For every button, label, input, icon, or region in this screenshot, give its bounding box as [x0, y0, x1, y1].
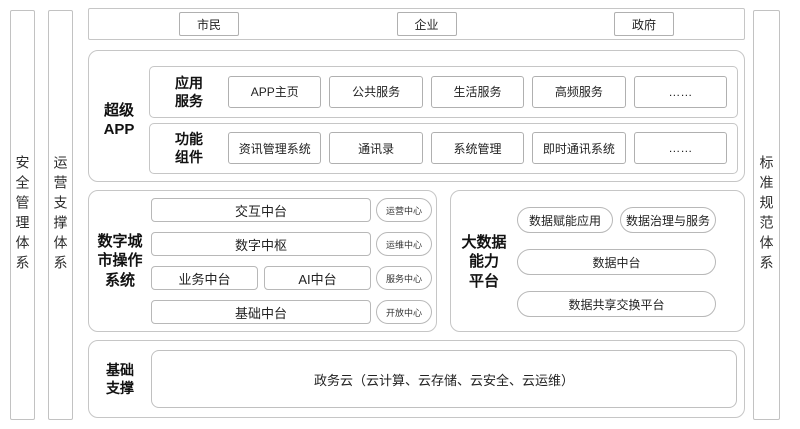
item-life-services: 生活服务 [430, 75, 525, 108]
pill-service-center: 服务中心 [376, 266, 432, 290]
application-services-row: 应用 服务 APP主页 公共服务 生活服务 高频服务 …… [149, 66, 738, 118]
middle-section: 数字城 市操作 系统 交互中台 运营中心 数字中枢 [88, 190, 745, 332]
user-box-government: 政府 [614, 12, 674, 36]
sidebar-security-system: 安全管理体系 [10, 10, 35, 420]
item-app-home: APP主页 [228, 75, 322, 108]
application-services-items: APP主页 公共服务 生活服务 高频服务 …… [228, 75, 728, 108]
dcos-row-digital-hub: 数字中枢 运维中心 [151, 232, 432, 256]
platform-digital-hub: 数字中枢 [151, 232, 371, 256]
platform-ai-middle: AI中台 [264, 266, 371, 290]
item-system-management: 系统管理 [430, 132, 525, 165]
user-box-citizen: 市民 [179, 12, 239, 36]
foundation-title: 基础 支撑 [106, 361, 134, 396]
diagram-main-column: 市民 企业 政府 超级 APP 应用 服务 APP主页 公共服务 [88, 8, 745, 418]
pill-data-sharing-exchange: 数据共享交换平台 [517, 291, 716, 317]
bigdata-rows: 数据赋能应用 数据治理与服务 数据中台 数据共享交换平台 [517, 207, 716, 317]
item-high-frequency-services: 高频服务 [532, 75, 626, 108]
function-components-row: 功能 组件 资讯管理系统 通讯录 系统管理 即时通讯系统 …… [149, 122, 738, 174]
bigdata-platform-section: 大数据 能力 平台 数据赋能应用 数据治理与服务 数据中台 数据共享交换平台 [450, 190, 745, 332]
function-components-items: 资讯管理系统 通讯录 系统管理 即时通讯系统 …… [228, 132, 728, 165]
government-cloud-box: 政务云（云计算、云存储、云安全、云运维） [151, 350, 737, 408]
platform-interaction-middle: 交互中台 [151, 198, 371, 222]
user-box-enterprise: 企业 [396, 12, 457, 36]
application-services-label: 应用 服务 [175, 74, 203, 109]
foundation-section: 基础 支撑 政务云（云计算、云存储、云安全、云运维） [88, 340, 745, 418]
dcos-row-basic: 基础中台 开放中心 [151, 300, 432, 324]
dcos-row-interaction: 交互中台 运营中心 [151, 198, 432, 222]
item-ellipsis: …… [633, 75, 728, 108]
function-components-label: 功能 组件 [175, 131, 203, 166]
pill-maintenance-center: 运维中心 [376, 232, 432, 256]
pill-data-middle-platform: 数据中台 [517, 249, 716, 275]
bigdata-row-3: 数据共享交换平台 [517, 291, 716, 317]
item-contacts: 通讯录 [329, 132, 423, 165]
pill-data-governance-services: 数据治理与服务 [620, 207, 716, 233]
super-app-rows: 应用 服务 APP主页 公共服务 生活服务 高频服务 …… 功能 组件 [149, 66, 738, 174]
platform-basic-middle: 基础中台 [151, 300, 371, 324]
item-instant-messaging-system: 即时通讯系统 [532, 132, 626, 165]
pill-open-center: 开放中心 [376, 300, 432, 324]
users-row: 市民 企业 政府 [88, 8, 745, 40]
sidebar-operation-support-system: 运营支撑体系 [48, 10, 73, 420]
super-app-section: 超级 APP 应用 服务 APP主页 公共服务 生活服务 高频服务 …… [88, 50, 745, 182]
sidebar-security-label: 安全管理体系 [14, 155, 31, 275]
pill-operation-center: 运营中心 [376, 198, 432, 222]
sidebar-standard-spec-system: 标准规范体系 [753, 10, 780, 420]
bigdata-row-2: 数据中台 [517, 249, 716, 275]
platform-business-middle: 业务中台 [151, 266, 258, 290]
bigdata-row-1: 数据赋能应用 数据治理与服务 [517, 207, 716, 233]
dcos-row-business-ai: 业务中台 AI中台 服务中心 [151, 266, 432, 290]
super-app-title: 超级 APP [103, 101, 135, 139]
sidebar-standard-spec-label: 标准规范体系 [758, 155, 775, 275]
digital-city-os-section: 数字城 市操作 系统 交互中台 运营中心 数字中枢 [88, 190, 437, 332]
item-public-services: 公共服务 [329, 75, 423, 108]
digital-city-os-rows: 交互中台 运营中心 数字中枢 运维中心 业务中台 AI中台 [151, 198, 432, 324]
sidebar-operation-support-label: 运营支撑体系 [52, 155, 69, 275]
bigdata-platform-title: 大数据 能力 平台 [461, 233, 507, 290]
item-info-management-system: 资讯管理系统 [228, 132, 322, 165]
item-ellipsis: …… [633, 132, 728, 165]
digital-city-os-title: 数字城 市操作 系统 [97, 232, 143, 289]
pill-data-empowerment-app: 数据赋能应用 [517, 207, 613, 233]
